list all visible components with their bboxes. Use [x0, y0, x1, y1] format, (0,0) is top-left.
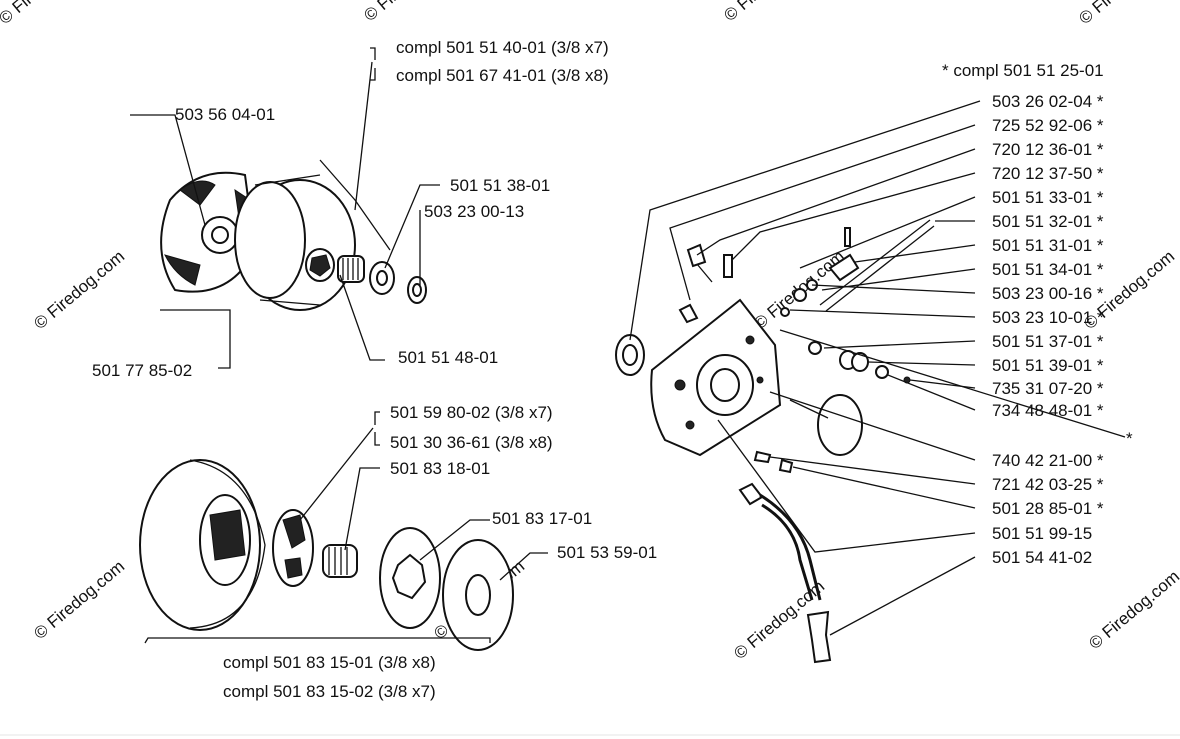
right-list-item: 503 23 00-16 *	[992, 284, 1104, 303]
right-list-item: 501 51 34-01 *	[992, 260, 1104, 279]
right-list-item: 501 51 33-01 *	[992, 188, 1104, 207]
right-list-item: *	[1126, 429, 1133, 448]
right-list-item: 720 12 37-50 *	[992, 164, 1104, 183]
label-501-59-80-02: 501 59 80-02 (3/8 x7)	[390, 403, 553, 422]
watermark: © Firedog.com	[30, 557, 128, 643]
part-labels: compl 501 51 40-01 (3/8 x7) compl 501 67…	[92, 38, 1133, 701]
watermark: © Firedog.com	[0, 0, 93, 28]
label-compl-501-83-15-02: compl 501 83 15-02 (3/8 x7)	[223, 682, 436, 701]
right-list-item: 501 51 39-01 *	[992, 356, 1104, 375]
rim-sprocket-drawing	[139, 459, 514, 651]
right-list-item: 501 28 85-01 *	[992, 499, 1104, 518]
watermark: © Firedog.com	[1075, 0, 1173, 28]
oil-pump-drawing	[615, 219, 935, 664]
leader-lines-bottom-left	[144, 411, 548, 644]
watermark: © Firedog.com	[1085, 567, 1180, 653]
watermark: © Firedog.com	[360, 0, 458, 25]
right-list-item: 735 31 07-20 *	[992, 379, 1104, 398]
right-list-item: 501 51 31-01 *	[992, 236, 1104, 255]
label-501-53-59-01: 501 53 59-01	[557, 543, 657, 562]
label-501-51-48-01: 501 51 48-01	[398, 348, 498, 367]
watermark: © Firedog.com	[30, 247, 128, 333]
watermark: © Firedog.com	[720, 0, 818, 25]
leader-lines-right	[629, 100, 1126, 636]
right-list-item: 734 48 48-01 *	[992, 401, 1104, 420]
right-list-item: 501 51 37-01 *	[992, 332, 1104, 351]
right-list-item: 501 51 32-01 *	[992, 212, 1104, 231]
label-501-77-85-02: 501 77 85-02	[92, 361, 192, 380]
right-list-item: 725 52 92-06 *	[992, 116, 1104, 135]
label-compl-501-67-41-01: compl 501 67 41-01 (3/8 x8)	[396, 66, 609, 85]
right-list-item: 740 42 21-00 *	[992, 451, 1104, 470]
label-503-23-00-13: 503 23 00-13	[424, 202, 524, 221]
right-list-item: 501 51 99-15	[992, 524, 1092, 543]
label-501-83-17-01: 501 83 17-01	[492, 509, 592, 528]
label-503-56-04-01: 503 56 04-01	[175, 105, 275, 124]
label-501-83-18-01: 501 83 18-01	[390, 459, 490, 478]
right-list-item: 721 42 03-25 *	[992, 475, 1104, 494]
right-list-item: 503 23 10-01 *	[992, 308, 1104, 327]
label-501-30-36-61: 501 30 36-61 (3/8 x8)	[390, 433, 553, 452]
label-compl-501-83-15-01: compl 501 83 15-01 (3/8 x8)	[223, 653, 436, 672]
leader-lines-top-left	[130, 47, 440, 369]
label-compl-501-51-25-01: * compl 501 51 25-01	[942, 61, 1104, 80]
right-list-item: 501 54 41-02	[992, 548, 1092, 567]
clutch-assembly-drawing	[160, 171, 427, 311]
right-list-item: 503 26 02-04 *	[992, 92, 1104, 111]
label-501-51-38-01: 501 51 38-01	[450, 176, 550, 195]
label-compl-501-51-40-01: compl 501 51 40-01 (3/8 x7)	[396, 38, 609, 57]
right-list-item: 720 12 36-01 *	[992, 140, 1104, 159]
